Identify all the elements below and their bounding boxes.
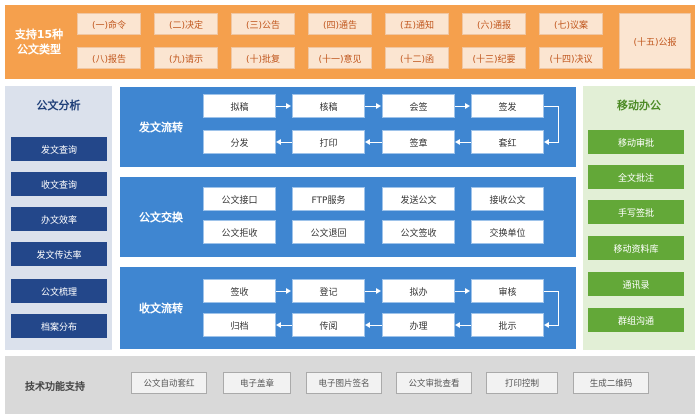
doc-type-item: (三)公告 xyxy=(231,13,295,35)
tech-item: 电子图片签名 xyxy=(306,372,382,394)
exchange-item: 公文拒收 xyxy=(203,220,276,244)
mobile-item[interactable]: 手写签批 xyxy=(588,200,684,224)
receive-flow-title: 收文流转 xyxy=(139,302,183,315)
doc-type-item: (十二)函 xyxy=(385,47,449,69)
exchange-item: 公文接口 xyxy=(203,187,276,211)
flow-arrow xyxy=(460,142,471,143)
exchange-title: 公文交换 xyxy=(139,211,183,224)
doc-type-item: (十三)纪要 xyxy=(462,47,526,69)
flow-arrow xyxy=(455,106,466,107)
doc-type-item: (二)决定 xyxy=(154,13,218,35)
flow-arrow-head xyxy=(276,322,281,328)
flow-arrow-head xyxy=(455,322,460,328)
analysis-item[interactable]: 公文梳理 xyxy=(11,279,107,303)
tech-item: 生成二维码 xyxy=(573,372,649,394)
doc-type-item: (九)请示 xyxy=(154,47,218,69)
exchange-item: 公文签收 xyxy=(382,220,455,244)
flow-connector xyxy=(544,291,558,292)
send-flow-step: 签发 xyxy=(471,94,544,118)
receive-flow-step: 登记 xyxy=(292,279,365,303)
tech-item: 打印控制 xyxy=(486,372,558,394)
flow-arrow-head xyxy=(365,139,370,145)
receive-flow-step: 审核 xyxy=(471,279,544,303)
flow-arrow-head xyxy=(544,322,549,328)
doc-type-item: (七)议案 xyxy=(539,13,603,35)
flow-arrow xyxy=(281,325,292,326)
flow-arrow xyxy=(365,291,377,292)
flow-arrow xyxy=(276,106,287,107)
flow-connector xyxy=(558,106,559,142)
flow-connector xyxy=(544,106,558,107)
doc-type-item: (八)报告 xyxy=(77,47,141,69)
receive-flow-step: 传阅 xyxy=(292,313,365,337)
analysis-item[interactable]: 档案分布 xyxy=(11,314,107,338)
doc-type-item: (六)通报 xyxy=(462,13,526,35)
flow-arrow-head xyxy=(376,103,381,109)
send-flow-step: 核稿 xyxy=(292,94,365,118)
send-flow-step: 会签 xyxy=(382,94,455,118)
mobile-item[interactable]: 通讯录 xyxy=(588,272,684,296)
analysis-title: 公文分析 xyxy=(36,99,81,112)
exchange-item: FTP服务 xyxy=(292,187,365,211)
send-flow-step: 分发 xyxy=(203,130,276,154)
flow-arrow-head xyxy=(286,288,291,294)
flow-arrow-head xyxy=(544,139,549,145)
send-flow-title: 发文流转 xyxy=(139,121,183,134)
receive-flow-step: 签收 xyxy=(203,279,276,303)
mobile-item[interactable]: 群组沟通 xyxy=(588,308,684,332)
flow-connector xyxy=(549,142,559,143)
mobile-item[interactable]: 移动审批 xyxy=(588,130,684,154)
receive-flow-step: 归档 xyxy=(203,313,276,337)
doc-type-item: (十一)意见 xyxy=(308,47,372,69)
analysis-item[interactable]: 办文效率 xyxy=(11,207,107,231)
flow-arrow-head xyxy=(455,139,460,145)
send-flow-step: 套红 xyxy=(471,130,544,154)
receive-flow-step: 批示 xyxy=(471,313,544,337)
doc-type-item: (四)通告 xyxy=(308,13,372,35)
doc-type-item: (十)批复 xyxy=(231,47,295,69)
flow-arrow xyxy=(276,291,287,292)
send-flow-step: 签章 xyxy=(382,130,455,154)
tech-item: 公文审批查看 xyxy=(396,372,472,394)
flow-arrow-head xyxy=(365,322,370,328)
mobile-item[interactable]: 移动资料库 xyxy=(588,236,684,260)
analysis-item[interactable]: 收文查询 xyxy=(11,172,107,196)
analysis-item[interactable]: 发文查询 xyxy=(11,137,107,161)
flow-arrow-head xyxy=(465,288,470,294)
doc-type-item: (十五)公报 xyxy=(619,13,691,69)
receive-flow-step: 办理 xyxy=(382,313,455,337)
tech-item: 公文自动套红 xyxy=(131,372,207,394)
flow-arrow xyxy=(455,291,466,292)
mobile-title: 移动办公 xyxy=(617,99,661,112)
send-flow-step: 打印 xyxy=(292,130,365,154)
flow-arrow xyxy=(281,142,292,143)
flow-arrow xyxy=(370,325,382,326)
flow-arrow-head xyxy=(276,139,281,145)
doc-type-item: (十四)决议 xyxy=(539,47,603,69)
exchange-item: 发送公文 xyxy=(382,187,455,211)
receive-flow-step: 拟办 xyxy=(382,279,455,303)
exchange-item: 公文退回 xyxy=(292,220,365,244)
exchange-item: 接收公文 xyxy=(471,187,544,211)
tech-support-title: 技术功能支持 xyxy=(25,382,85,393)
doc-type-item: (一)命令 xyxy=(77,13,141,35)
flow-arrow-head xyxy=(376,288,381,294)
send-flow-step: 拟稿 xyxy=(203,94,276,118)
flow-arrow xyxy=(365,106,377,107)
flow-arrow-head xyxy=(286,103,291,109)
analysis-item[interactable]: 发文传达率 xyxy=(11,242,107,266)
doc-type-item: (五)通知 xyxy=(385,13,449,35)
flow-arrow xyxy=(460,325,471,326)
exchange-item: 交换单位 xyxy=(471,220,544,244)
flow-connector xyxy=(558,291,559,325)
tech-item: 电子盖章 xyxy=(223,372,291,394)
mobile-item[interactable]: 全文批注 xyxy=(588,165,684,189)
flow-arrow xyxy=(370,142,382,143)
flow-arrow-head xyxy=(465,103,470,109)
doc-types-title: 支持15种公文类型 xyxy=(14,28,64,56)
flow-connector xyxy=(549,325,559,326)
